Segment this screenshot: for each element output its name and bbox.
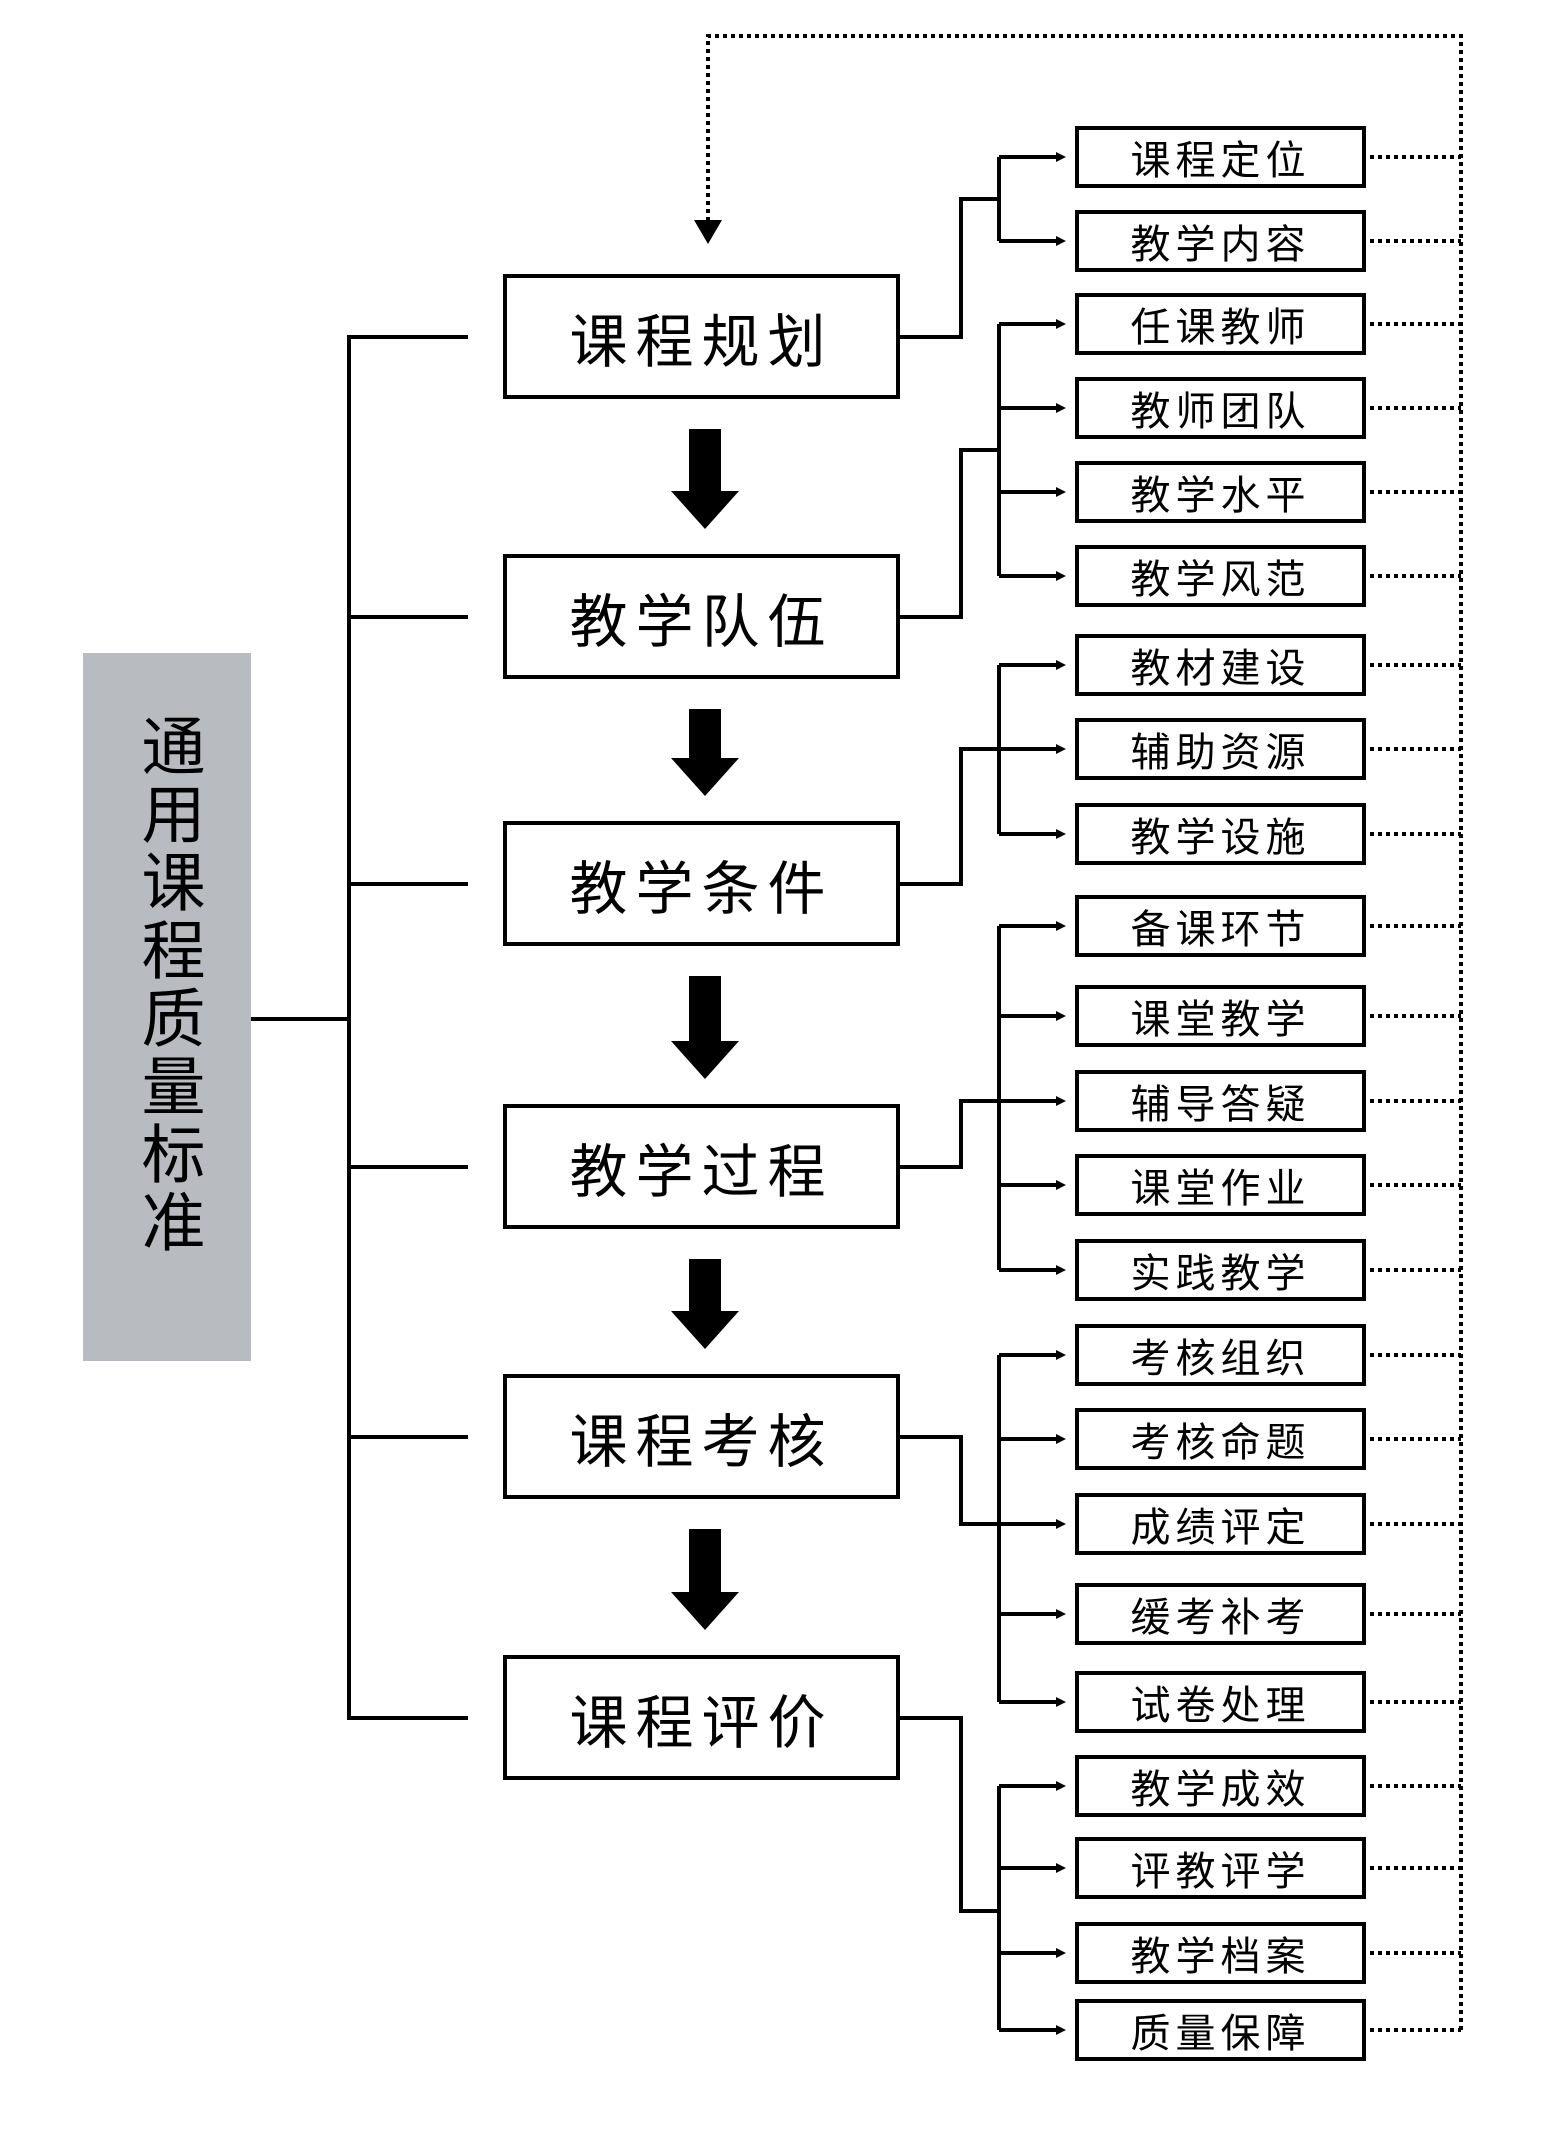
item-label: 教学风范 (1130, 557, 1311, 603)
item-label: 成绩评定 (1130, 1505, 1311, 1551)
item-label: 试卷处理 (1130, 1683, 1311, 1729)
arrow-head-icon (1056, 744, 1066, 754)
item-label: 考核命题 (1130, 1420, 1311, 1466)
item-box: 备课环节 (1075, 895, 1366, 957)
item-box: 教材建设 (1075, 634, 1366, 696)
arrow-head-icon (1056, 1350, 1066, 1360)
stage-box: 课程规划 (503, 274, 900, 399)
arrow-head-icon (1056, 152, 1066, 162)
item-label: 课程定位 (1130, 138, 1311, 184)
item-label: 备课环节 (1130, 907, 1311, 953)
arrow-head-icon (1056, 1863, 1066, 1873)
item-label: 辅导答疑 (1130, 1082, 1311, 1128)
item-label: 课堂教学 (1130, 997, 1311, 1043)
root-label: 通用课程质量标准 (130, 713, 205, 1257)
item-box: 缓考补考 (1075, 1583, 1366, 1645)
item-box: 质量保障 (1075, 1999, 1366, 2061)
item-label: 教学设施 (1130, 815, 1311, 861)
arrow-head-icon (1056, 1011, 1066, 1021)
item-box: 课堂教学 (1075, 985, 1366, 1047)
stage-connector (900, 1716, 999, 1913)
arrow-head-icon (1056, 1519, 1066, 1529)
item-label: 课堂作业 (1130, 1166, 1311, 1212)
stage-connector (900, 1435, 999, 1526)
item-label: 辅助资源 (1130, 730, 1311, 776)
item-box: 辅导答疑 (1075, 1070, 1366, 1132)
feedback-loop-line (706, 34, 1463, 2030)
arrow-head-icon (1056, 487, 1066, 497)
stage-box: 教学队伍 (503, 554, 900, 679)
item-label: 教材建设 (1130, 646, 1311, 692)
item-label: 考核组织 (1130, 1336, 1311, 1382)
item-label: 教学档案 (1130, 1934, 1311, 1980)
arrow-head-icon (1056, 403, 1066, 413)
item-box: 课程定位 (1075, 126, 1366, 188)
arrow-head-icon (1056, 571, 1066, 581)
item-label: 教师团队 (1130, 389, 1311, 435)
item-box: 教学成效 (1075, 1755, 1366, 1817)
item-label: 教学内容 (1130, 222, 1311, 268)
item-box: 考核组织 (1075, 1324, 1366, 1386)
feedback-arrow-icon (694, 220, 722, 244)
arrow-head-icon (1056, 2025, 1066, 2035)
arrow-head-icon (1056, 1781, 1066, 1791)
item-label: 质量保障 (1130, 2011, 1311, 2057)
stage-label: 课程规划 (569, 307, 834, 376)
stage-label: 课程考核 (569, 1407, 834, 1476)
item-label: 缓考补考 (1130, 1595, 1311, 1641)
stage-connector (900, 197, 999, 339)
item-label: 实践教学 (1130, 1251, 1311, 1297)
arrow-head-icon (1056, 1180, 1066, 1190)
arrow-head-icon (1056, 1609, 1066, 1619)
item-box: 辅助资源 (1075, 718, 1366, 780)
down-arrow-icon (671, 1529, 739, 1630)
item-box: 考核命题 (1075, 1408, 1366, 1470)
down-arrow-icon (671, 1259, 739, 1349)
stage-box: 教学条件 (503, 821, 900, 946)
stage-box: 课程评价 (503, 1655, 900, 1780)
item-label: 任课教师 (1130, 305, 1311, 351)
stage-box: 教学过程 (503, 1104, 900, 1229)
arrow-head-icon (1056, 319, 1066, 329)
down-arrow-icon (671, 976, 739, 1079)
arrow-head-icon (1056, 236, 1066, 246)
stage-label: 教学条件 (569, 854, 834, 923)
stage-label: 教学队伍 (569, 587, 834, 656)
stage-connector (900, 747, 999, 886)
item-label: 评教评学 (1130, 1849, 1311, 1895)
down-arrow-icon (671, 709, 739, 796)
item-box: 试卷处理 (1075, 1671, 1366, 1733)
arrow-head-icon (1056, 1697, 1066, 1707)
item-label: 教学成效 (1130, 1767, 1311, 1813)
item-box: 成绩评定 (1075, 1493, 1366, 1555)
item-box: 教学档案 (1075, 1922, 1366, 1984)
item-box: 实践教学 (1075, 1239, 1366, 1301)
root-node: 通用课程质量标准 (83, 653, 251, 1361)
stage-box: 课程考核 (503, 1374, 900, 1499)
item-box: 教学内容 (1075, 210, 1366, 272)
item-box: 任课教师 (1075, 293, 1366, 355)
stage-connector (900, 1099, 999, 1169)
arrow-head-icon (1056, 921, 1066, 931)
item-box: 教师团队 (1075, 377, 1366, 439)
item-box: 课堂作业 (1075, 1154, 1366, 1216)
arrow-head-icon (1056, 1434, 1066, 1444)
item-box: 教学风范 (1075, 545, 1366, 607)
stage-label: 课程评价 (569, 1688, 834, 1757)
item-label: 教学水平 (1130, 473, 1311, 519)
arrow-head-icon (1056, 1948, 1066, 1958)
stage-label: 教学过程 (569, 1137, 834, 1206)
arrow-head-icon (1056, 1265, 1066, 1275)
item-box: 教学设施 (1075, 803, 1366, 865)
down-arrow-icon (671, 429, 739, 529)
arrow-head-icon (1056, 1096, 1066, 1106)
item-box: 评教评学 (1075, 1837, 1366, 1899)
arrow-head-icon (1056, 660, 1066, 670)
item-box: 教学水平 (1075, 461, 1366, 523)
arrow-head-icon (1056, 829, 1066, 839)
stage-connector (900, 448, 999, 619)
